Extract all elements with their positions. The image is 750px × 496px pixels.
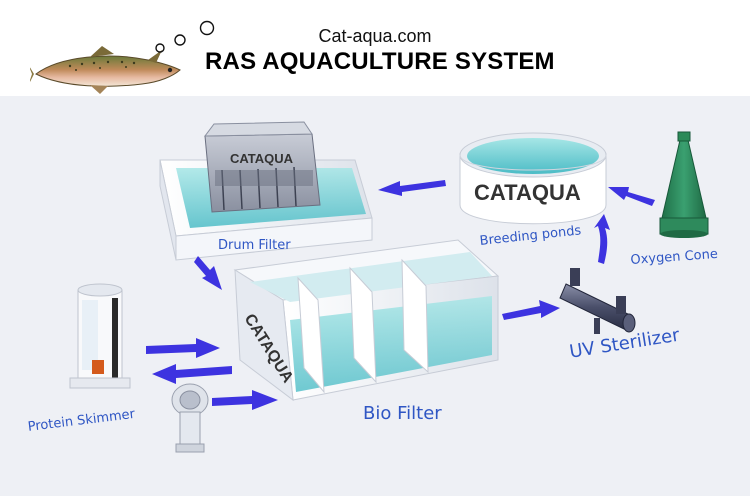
arrow-pond-to-drum [378, 180, 446, 196]
uv-sterilizer-unit [559, 268, 636, 334]
bubbles-icon [155, 20, 215, 53]
water-pump-unit [171, 383, 209, 453]
arrow-cone-to-pond [608, 187, 655, 206]
arrow-drum-to-bio [194, 256, 222, 290]
arrow-pump-to-bio [212, 390, 278, 410]
bio-filter-unit: CATAQUA [233, 239, 500, 402]
arrow-uv-to-pond [594, 214, 610, 264]
arrow-bio-to-skimmer [152, 364, 232, 384]
header: Cat-aqua.com RAS AQUACULTURE SYSTEM [0, 0, 750, 96]
drum-filter-label: Drum Filter [218, 238, 291, 253]
site-name: Cat-aqua.com [318, 26, 432, 46]
bio-filter-label: Bio Filter [363, 403, 442, 424]
oxygen-cone-unit [659, 131, 709, 238]
flow-arrows [146, 180, 655, 410]
pond-brand-label: CATAQUA [474, 180, 581, 205]
protein-skimmer-unit [69, 283, 131, 389]
drum-brand-label: CATAQUA [230, 151, 294, 166]
trout-fish-icon [30, 46, 181, 94]
drum-filter-unit: CATAQUA [159, 121, 373, 261]
breeding-pond-unit: CATAQUA [459, 132, 607, 225]
page-title: RAS AQUACULTURE SYSTEM [205, 48, 555, 75]
arrow-skimmer-to-bio [146, 338, 220, 358]
arrow-bio-to-uv [502, 300, 560, 320]
